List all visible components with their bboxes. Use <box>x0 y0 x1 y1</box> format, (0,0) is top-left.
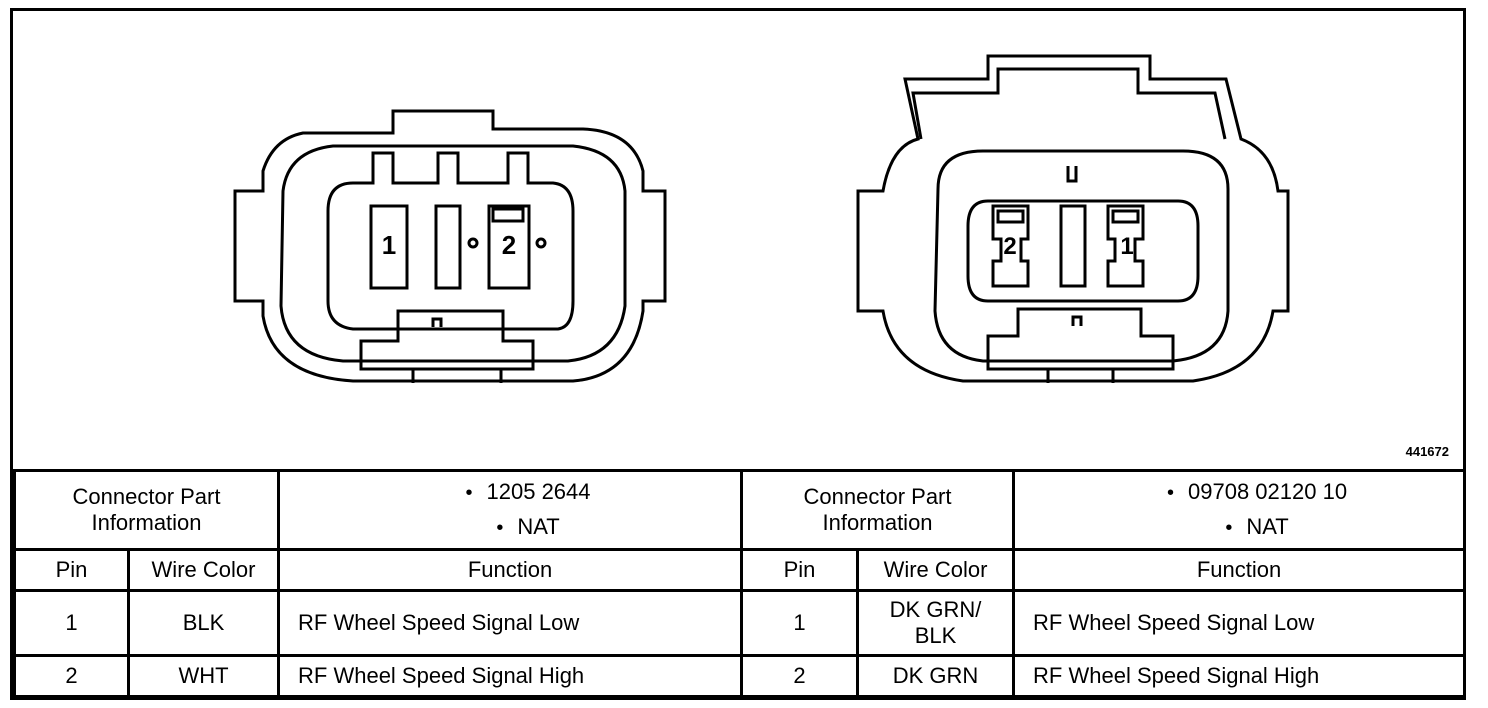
table-row: 1 BLK RF Wheel Speed Signal Low 1 DK GRN… <box>13 589 1467 657</box>
left-pin-2-label: 2 <box>502 230 516 260</box>
right-connector-face <box>856 54 1290 383</box>
table-row: 2 WHT RF Wheel Speed Signal High 2 DK GR… <box>13 654 1467 698</box>
right-pin-header: Pin <box>740 548 860 592</box>
right-pin-2-label: 2 <box>1003 233 1016 260</box>
left-function-header: Function <box>277 548 744 592</box>
right-part-number: 09708 02120 10 <box>1057 475 1457 510</box>
right-row1-color: DK GRN/ BLK <box>856 589 1016 657</box>
connector-info-table: Connector Part Information 1205 2644 NAT… <box>12 469 1467 698</box>
left-part-number: 1205 2644 <box>322 475 734 510</box>
right-row2-function: RF Wheel Speed Signal High <box>1012 654 1467 698</box>
right-row2-color: DK GRN <box>856 654 1016 698</box>
part-info-row: Connector Part Information 1205 2644 NAT… <box>12 469 1467 551</box>
right-function-header: Function <box>1012 548 1467 592</box>
left-wire-color-header: Wire Color <box>126 548 281 592</box>
left-part-info: 1205 2644 NAT <box>277 469 744 551</box>
right-part-info-label: Connector Part Information <box>740 469 1016 551</box>
left-connector-face <box>233 109 667 383</box>
left-row1-pin: 1 <box>13 589 130 657</box>
left-row1-function: RF Wheel Speed Signal Low <box>277 589 744 657</box>
left-part-info-label: Connector Part Information <box>12 469 281 551</box>
left-pin-header: Pin <box>13 548 130 592</box>
right-row2-pin: 2 <box>740 654 860 698</box>
right-part-info: 09708 02120 10 NAT <box>1012 469 1467 551</box>
figure-id: 441672 <box>1405 444 1449 459</box>
left-row2-function: RF Wheel Speed Signal High <box>277 654 744 698</box>
right-part-color: NAT <box>1057 510 1457 545</box>
right-row1-function: RF Wheel Speed Signal Low <box>1012 589 1467 657</box>
left-row2-pin: 2 <box>13 654 130 698</box>
left-pin-1-label: 1 <box>382 230 396 260</box>
right-pin-1-label: 1 <box>1120 233 1133 260</box>
right-wire-color-header: Wire Color <box>856 548 1016 592</box>
right-row1-pin: 1 <box>740 589 860 657</box>
left-part-color: NAT <box>322 510 734 545</box>
left-row1-color: BLK <box>126 589 281 657</box>
header-row: Pin Wire Color Function Pin Wire Color F… <box>13 548 1467 592</box>
left-row2-color: WHT <box>126 654 281 698</box>
connector-drawing: 1 2 2 1 <box>233 54 1290 383</box>
diagram-frame: 1 2 2 1 441672 Connector Part Informatio… <box>10 8 1467 700</box>
